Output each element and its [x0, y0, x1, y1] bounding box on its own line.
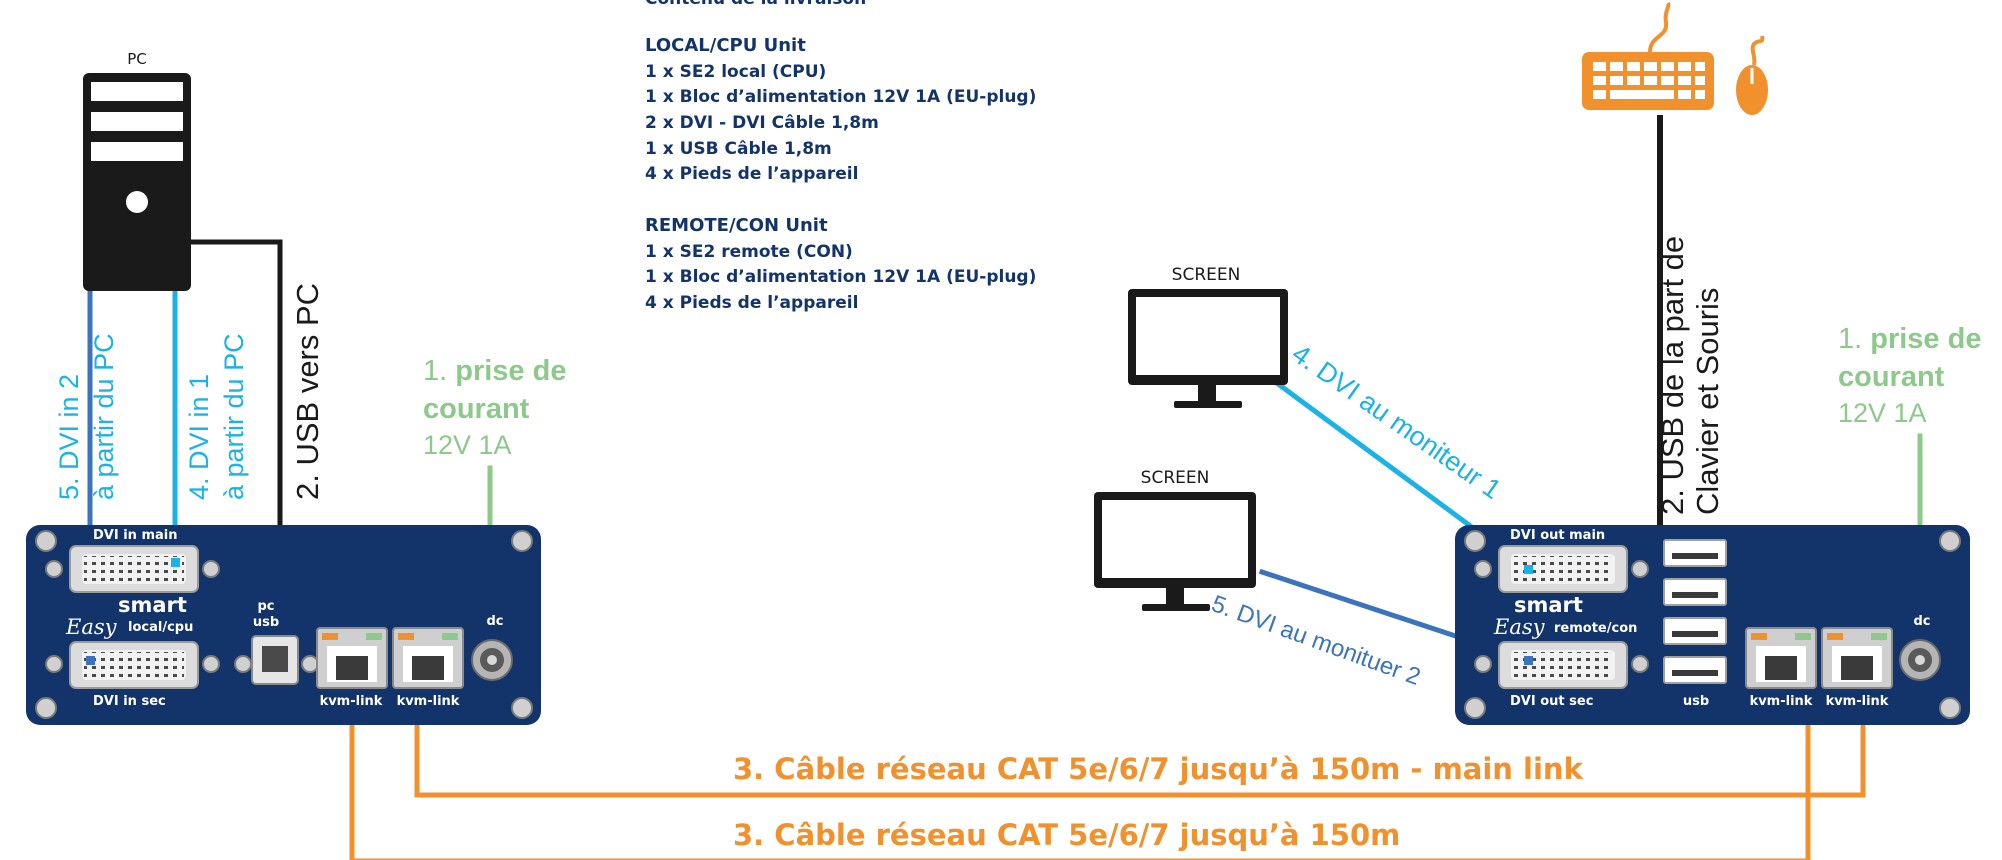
local-item: 1 x Bloc d’alimentation 12V 1A (EU-plug)	[645, 87, 1036, 107]
local-item: 1 x USB Câble 1,8m	[645, 139, 832, 159]
pc-bay	[91, 82, 183, 101]
remote-dc-label: dc	[1913, 614, 1930, 629]
remote-unit-heading: REMOTE/CON Unit	[645, 215, 828, 236]
local-kvm-port-2	[392, 627, 464, 689]
local-pc-usb-label: pc	[257, 599, 274, 614]
label-usb-to-pc: 2. USB vers PC	[290, 283, 325, 500]
monitor-1-screen	[1136, 297, 1280, 375]
local-power-label: 1. prise de courant 12V 1A	[423, 355, 566, 460]
local-dc-label: dc	[486, 614, 503, 629]
remote-power-num: 1.	[1838, 323, 1862, 355]
label-usb-keyboard-line1: 2. USB de la part de	[1655, 236, 1690, 515]
local-power-label-line1: 1. prise de	[423, 355, 566, 387]
pc-bay	[91, 112, 183, 131]
cables	[87, 115, 1923, 860]
local-kvm-label-1: kvm-link	[320, 694, 383, 709]
local-dvi-sec-label: DVI in sec	[93, 694, 166, 709]
remote-power-label-line3: 12V 1A	[1838, 398, 1927, 428]
cable-usb-pc	[187, 239, 283, 658]
mouse-icon	[1736, 35, 1768, 115]
monitor-2-foot	[1142, 604, 1210, 611]
remote-kvm-port-2	[1821, 627, 1893, 689]
power-button-icon	[126, 191, 148, 213]
local-usb-b-port	[251, 635, 299, 685]
delivery-contents: Contenu de la livraison LOCAL/CPU Unit 1…	[645, 0, 1036, 313]
local-item: 4 x Pieds de l’appareil	[645, 164, 858, 184]
local-dvi-main-port	[69, 545, 199, 593]
monitor-1: SCREEN	[1128, 265, 1288, 408]
screen-2-label: SCREEN	[1141, 468, 1210, 488]
remote-kvm-label-2: kvm-link	[1826, 694, 1889, 709]
remote-brand: smart	[1514, 593, 1583, 617]
left-vertical-labels: 5. DVI in 2 à partir du PC 4. DVI in 1 à…	[54, 283, 325, 500]
right-vertical-labels: 2. USB de la part de Clavier et Souris	[1655, 236, 1725, 515]
remote-dvi-main-port	[1498, 545, 1628, 593]
local-kvm-port-1	[316, 627, 388, 689]
remote-item: 1 x Bloc d’alimentation 12V 1A (EU-plug)	[645, 267, 1036, 287]
monitor-2: SCREEN	[1094, 468, 1256, 611]
local-kvm-label-2: kvm-link	[397, 694, 460, 709]
remote-item: 1 x SE2 remote (CON)	[645, 242, 853, 262]
remote-power-label-line1: 1. prise de	[1838, 323, 1981, 355]
label-usb-keyboard-line2: Clavier et Souris	[1690, 288, 1725, 515]
remote-item: 4 x Pieds de l’appareil	[645, 293, 858, 313]
remote-unit: DVI out main smart Easy remote/con DVI o…	[1455, 525, 1970, 725]
label-cat-sec: 3. Câble réseau CAT 5e/6/7 jusqu’à 150m	[733, 818, 1400, 852]
local-dc-jack	[471, 639, 513, 681]
local-power-label-line3: 12V 1A	[423, 430, 512, 460]
remote-usb-a-tongues	[1672, 553, 1718, 676]
label-dvi-monitor-1: 4. DVI au moniteur 1	[1287, 338, 1507, 505]
local-unit: DVI in main smart Easy local/cpu DVI in …	[26, 525, 541, 725]
local-pc-usb-label: usb	[253, 615, 279, 630]
contents-title: Contenu de la livraison	[645, 0, 866, 9]
remote-usb-a-ports	[1663, 539, 1727, 684]
cable-cat-sec	[349, 645, 1811, 860]
local-power-label-line2: courant	[423, 393, 530, 425]
keyboard-icon	[1582, 1, 1714, 110]
label-dvi-in-1-line1: 4. DVI in 1	[184, 374, 214, 500]
pc-case	[83, 73, 191, 291]
remote-power-text: prise de	[1870, 323, 1981, 355]
label-dvi-in-2-line1: 5. DVI in 2	[54, 374, 84, 500]
local-item: 2 x DVI - DVI Câble 1,8m	[645, 113, 879, 133]
remote-dvi-main-label: DVI out main	[1510, 528, 1605, 543]
remote-brand-script: Easy	[1493, 615, 1546, 639]
screen-1-label: SCREEN	[1172, 265, 1241, 285]
monitor-1-foot	[1174, 401, 1242, 408]
remote-power-label: 1. prise de courant 12V 1A	[1838, 323, 1981, 428]
screw-icon	[35, 530, 533, 719]
local-brand: smart	[118, 593, 187, 617]
remote-model-label: remote/con	[1554, 621, 1637, 636]
remote-power-label-line2: courant	[1838, 361, 1945, 393]
remote-kvm-port-1	[1745, 627, 1817, 689]
pc-tower: PC	[83, 50, 191, 291]
monitor-2-neck	[1166, 588, 1184, 605]
local-unit-heading: LOCAL/CPU Unit	[645, 35, 806, 56]
remote-dvi-sec-label: DVI out sec	[1510, 694, 1593, 709]
local-power-num: 1.	[423, 355, 447, 387]
pc-label: PC	[127, 50, 147, 68]
remote-usb-label: usb	[1683, 694, 1709, 709]
local-model-label: local/cpu	[128, 620, 193, 635]
pc-bay	[91, 142, 183, 161]
remote-dc-jack	[1899, 639, 1941, 681]
local-dvi-sec-port	[69, 641, 199, 689]
monitor-1-neck	[1198, 385, 1216, 402]
local-dvi-main-label: DVI in main	[93, 528, 177, 543]
label-dvi-in-1-line2: à partir du PC	[219, 333, 249, 500]
remote-dvi-sec-port	[1498, 641, 1628, 689]
screw-icon	[1464, 530, 1961, 719]
local-brand-script: Easy	[65, 615, 118, 639]
label-dvi-in-2-line2: à partir du PC	[89, 333, 119, 500]
label-dvi-monitor-2: 5. DVI au monituer 2	[1208, 590, 1424, 691]
remote-kvm-label-1: kvm-link	[1750, 694, 1813, 709]
label-cat-main: 3. Câble réseau CAT 5e/6/7 jusqu’à 150m …	[733, 752, 1584, 786]
local-power-text: prise de	[455, 355, 566, 387]
local-item: 1 x SE2 local (CPU)	[645, 62, 826, 82]
cable-plugs	[86, 558, 1533, 665]
monitor-2-screen	[1102, 500, 1248, 578]
